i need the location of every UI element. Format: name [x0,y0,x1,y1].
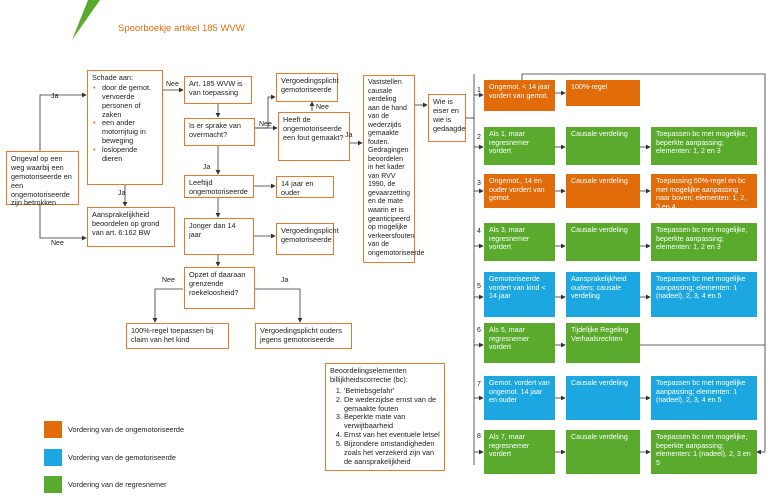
jonger-box: Jonger dan 14 jaar [184,218,254,255]
row-number: 2 [477,134,481,141]
plicht1-box: Vergoedingsplicht gemotoriseerde [276,73,339,102]
criteria-item: Ernst van het eventuele letsel [344,430,440,440]
label-ja: Ja [345,132,353,139]
schade-heading: Schade aan: [92,73,133,82]
aanspraak-box: Aansprakelijkheid beoordelen op grond va… [87,207,175,247]
criteria-heading: Beoordelingselementen billijkheidscorrec… [330,366,408,384]
fout-box: Heeft de ongemotoriseerde een fout gemaa… [278,112,350,161]
legend-swatch-orange [44,421,62,438]
regel100kind-box: 100%-regel toepassen bij claim van het k… [126,323,229,349]
wieeiser-box: Wie is eiser en wie is gedaagde [428,94,466,142]
label-nee: Nee [166,81,179,88]
chart-title: Spoorboekje artikel 185 WVW [118,23,245,34]
row-number: 3 [477,180,481,187]
criteria-box: Beoordelingselementen billijkheidscorrec… [325,363,445,471]
opzet-box: Opzet of daaraan grenzende roekeloosheid… [184,267,255,309]
plicht2-box: Vergoedingsplicht gemotoriseerde [276,223,339,255]
label-nee: Nee [259,121,272,128]
legend-text: Vordering van de regresnemer [68,480,167,489]
label-ja: Ja [281,277,289,284]
overmacht-box: Is er sprake van overmacht? [184,118,255,146]
row6-mid: Tijdelijke Regeling Verhaalsrechten [566,323,640,363]
label-ja: Ja [51,93,59,100]
row5-mid: Aansprakelijkheid ouders; causale verdel… [566,272,640,317]
row5-res: Toepassen bc met mogelijke aanpassing; e… [651,272,757,317]
row4-who: Als 3, maar regresnemer vordert [484,223,555,261]
criteria-list: 'Betriebsgefahr' De wederzijdse ernst va… [330,386,440,467]
legend-text: Vordering van de ongemotoriseerde [68,425,185,434]
art185-box: Art. 185 WVW is van toepassing [184,76,252,104]
row1-mid: 100%-regel [566,80,640,106]
schade-item: een ander motorrijtuig in beweging [93,119,158,146]
row-number: 7 [477,381,481,388]
row5-who: Gemotoriseerde vordert van kind < 14 jaa… [484,272,555,317]
criteria-item: Bijzondere omstandigheden zoals het verz… [344,439,440,467]
age14-box: 14 jaar en ouder [276,176,334,198]
row-number: 8 [477,433,481,440]
legend-text: Vordering van de gemotoriseerde [68,453,176,462]
row6-who: Als 5, maar regresnemer vordert [484,323,555,363]
schade-box: Schade aan: door de gemot. vervoerde per… [87,70,163,185]
row7-who: Gemot. vordert van ongemot. 14 jaar en o… [484,376,555,420]
row-number: 4 [477,228,481,235]
vaststellen-box: Vaststellen causale verdeling aan de han… [363,75,424,263]
start-box: Ongeval op een weg waarbij een gemotoris… [6,151,79,207]
schade-item: loslopende dieren [93,145,158,164]
row3-res: Toepassing 50%-regel en bc met mogelijke… [651,174,757,211]
schade-item: door de gemot. vervoerde personen of zak… [93,83,158,120]
row8-mid: Causale verdeling [566,430,640,474]
schade-list: door de gemot. vervoerde personen of zak… [92,83,158,164]
row4-res: Toepassen bc met mogelijke, beperkte aan… [651,223,757,261]
row1-who: Ongemot. < 14 jaar vordert van gemot. [484,80,555,111]
row7-res: Toepassen bc met mogelijke aanpassing; e… [651,376,757,420]
row8-who: Als 7, maar regresnemer vordert [484,430,555,474]
criteria-item: De wederzijdse ernst van de gemaakte fou… [344,395,440,414]
row-number: 5 [477,283,481,290]
row2-who: Als 1, maar regresnemer vordert [484,127,555,165]
row-number: 1 [477,87,481,94]
label-ja: Ja [118,190,126,197]
row7-mid: Causale verdeling [566,376,640,420]
plichtouders-box: Vergoedingsplicht ouders jegens gemotori… [255,323,352,349]
label-nee: Nee [51,240,64,247]
legend-swatch-blue [44,449,62,466]
criteria-item: 'Betriebsgefahr' [344,386,440,396]
row-number: 6 [477,327,481,334]
row3-mid: Causale verdeling [566,174,640,208]
row2-res: Toepassen bc met mogelijke, beperkte aan… [651,127,757,165]
label-ja: Ja [203,164,211,171]
legend-swatch-green [44,476,62,493]
row2-mid: Causale verdeling [566,127,640,165]
criteria-item: Beperkte mate van verwijtbaarheid [344,413,440,431]
logo-stroke [72,0,100,40]
row3-who: Ongemot., 14 en ouder vordert van gemot. [484,174,555,208]
label-nee: Nee [162,277,175,284]
label-nee: Nee [316,104,329,111]
leeftijd-box: Leeftijd ongemotoriseerde [184,175,254,198]
row8-res: Toepassen bc met mogelijke, beperkte aan… [651,430,757,474]
row4-mid: Causale verdeling [566,223,640,261]
